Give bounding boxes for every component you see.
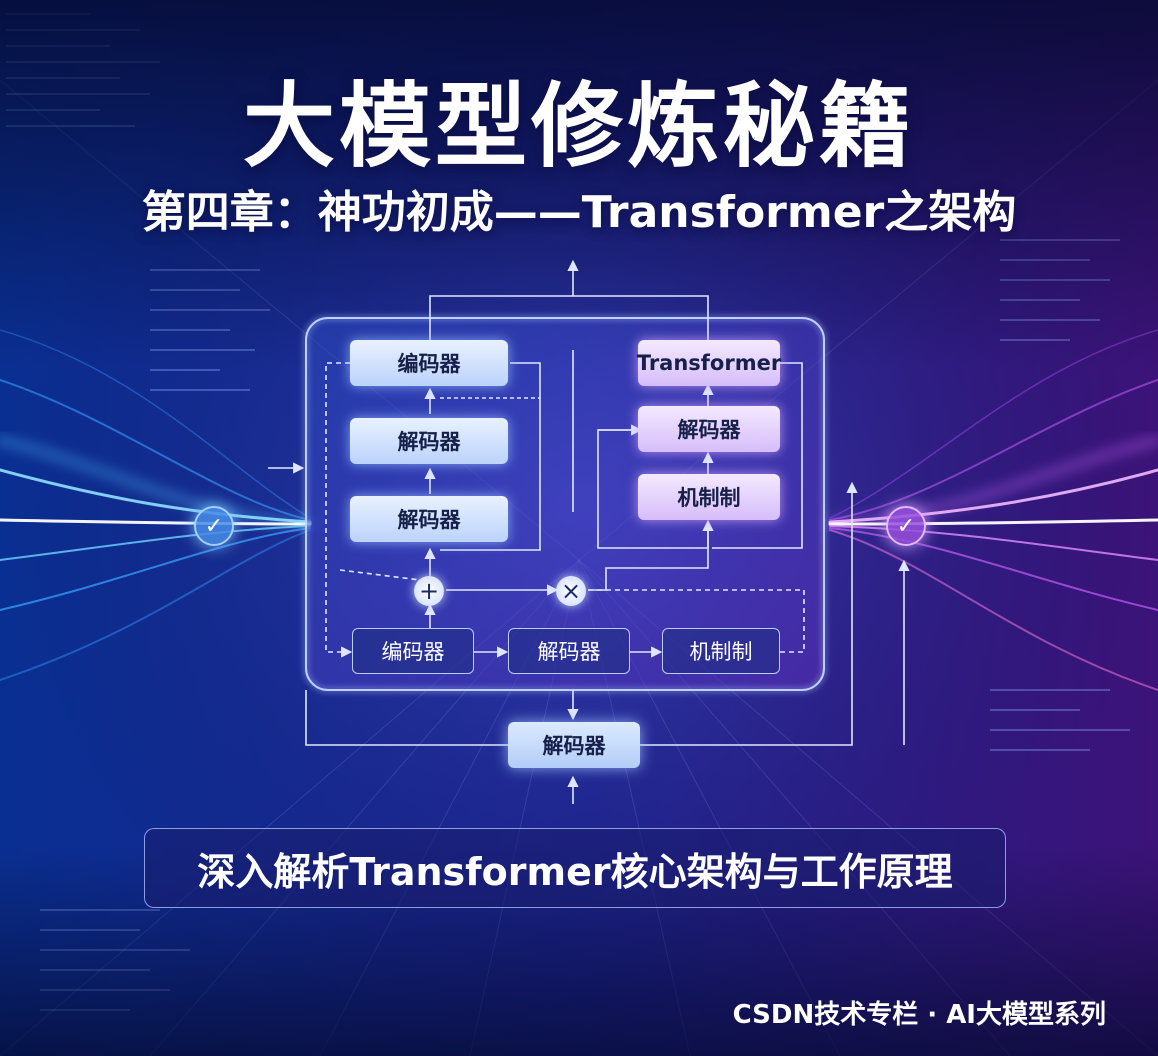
diagram-node-decoder: 解码器	[508, 628, 630, 674]
footer-series-label: CSDN技术专栏 · AI大模型系列	[732, 1000, 1106, 1030]
diagram-node-mechanism: 机制制	[662, 628, 780, 674]
chapter-title: 第四章：神功初成——Transformer之架构	[141, 187, 1017, 238]
diagram-node-decoder: 解码器	[350, 496, 508, 542]
checkmark-icon: ✓	[886, 506, 926, 546]
checkmark-icon: ✓	[194, 506, 234, 546]
diagram-node-decoder: 解码器	[638, 406, 780, 452]
diagram-node-decoder: 解码器	[508, 722, 640, 768]
diagram-node-encoder: 编码器	[352, 628, 474, 674]
diagram-node-transformer: Transformer	[637, 340, 781, 386]
main-title: 大模型修炼秘籍	[242, 73, 915, 180]
diagram-node-encoder: 编码器	[350, 340, 508, 386]
subtitle-text: 深入解析Transformer核心架构与工作原理	[197, 849, 953, 894]
subtitle-banner: 深入解析Transformer核心架构与工作原理	[144, 828, 1006, 908]
diagram-node-mechanism: 机制制	[638, 474, 780, 520]
multiply-operator-icon: ×	[556, 576, 586, 606]
diagram-node-decoder: 解码器	[350, 418, 508, 464]
plus-operator-icon: +	[414, 576, 444, 606]
